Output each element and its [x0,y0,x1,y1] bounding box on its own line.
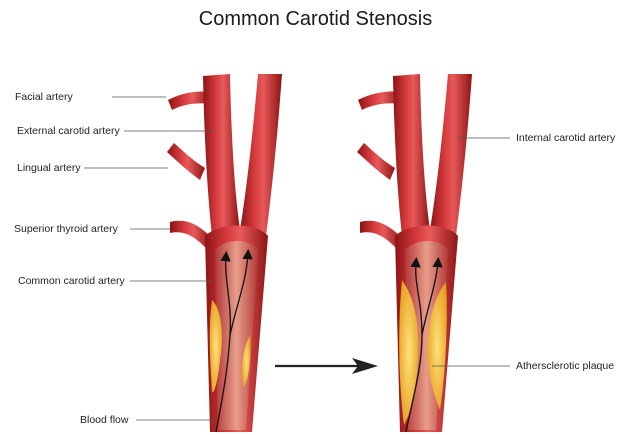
internal-carotid-trunk-r [430,74,472,236]
label-common-carotid-artery: Common carotid artery [18,275,125,287]
label-lingual-artery: Lingual artery [17,162,81,174]
lingual-artery-branch [167,143,205,180]
label-facial-artery: Facial artery [15,91,73,103]
internal-carotid-trunk [240,74,282,236]
label-external-carotid-artery: External carotid artery [17,125,120,137]
label-atherosclerotic-plaque: Athersclerotic plaque [516,360,614,372]
label-blood-flow: Blood flow [80,414,128,426]
healthy-artery [167,74,282,432]
external-carotid-trunk [203,74,240,236]
stenosed-artery [357,74,472,432]
external-carotid-trunk-r [393,74,430,236]
label-internal-carotid-artery: Internal carotid artery [516,132,615,144]
lingual-artery-branch-r [357,143,395,180]
label-superior-thyroid-artery: Superior thyroid artery [14,223,118,235]
